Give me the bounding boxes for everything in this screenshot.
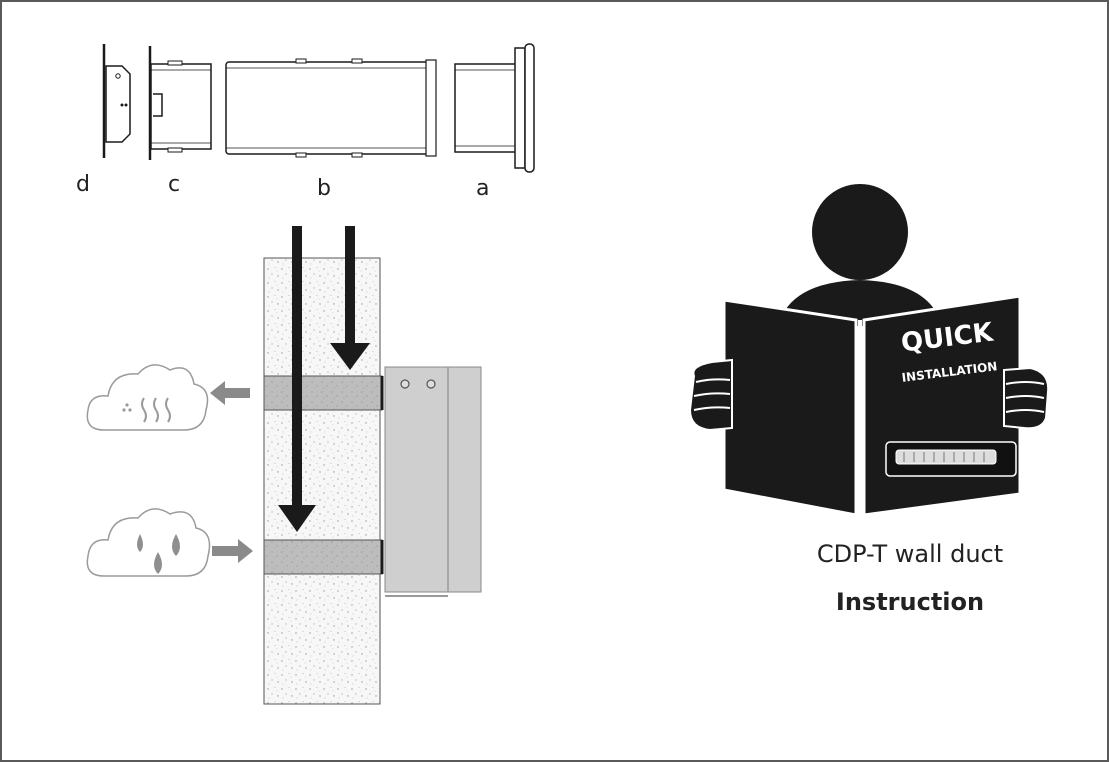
left-hand xyxy=(688,358,733,432)
wall-section xyxy=(263,257,384,705)
lower-duct-section xyxy=(263,539,383,575)
part-b-duct-body xyxy=(225,58,437,158)
part-d-wall-plate xyxy=(102,44,131,158)
airflow-arrows xyxy=(278,226,370,532)
indoor-unit xyxy=(384,366,482,597)
cloud-vapour-icon xyxy=(86,364,209,431)
inflow-arrow xyxy=(212,539,253,563)
outflow-arrow xyxy=(210,381,250,405)
cover-product-image xyxy=(885,441,1017,477)
cloud-rain-icon xyxy=(86,508,211,577)
right-hand xyxy=(1003,366,1050,430)
head xyxy=(812,184,908,280)
person-reading-manual-icon: QUICK INSTALLATION xyxy=(688,184,1050,518)
book-left-page xyxy=(722,298,858,517)
upper-duct-section xyxy=(263,375,383,411)
part-a-outer-hood xyxy=(454,43,535,173)
part-c-inner-sleeve xyxy=(148,46,212,160)
